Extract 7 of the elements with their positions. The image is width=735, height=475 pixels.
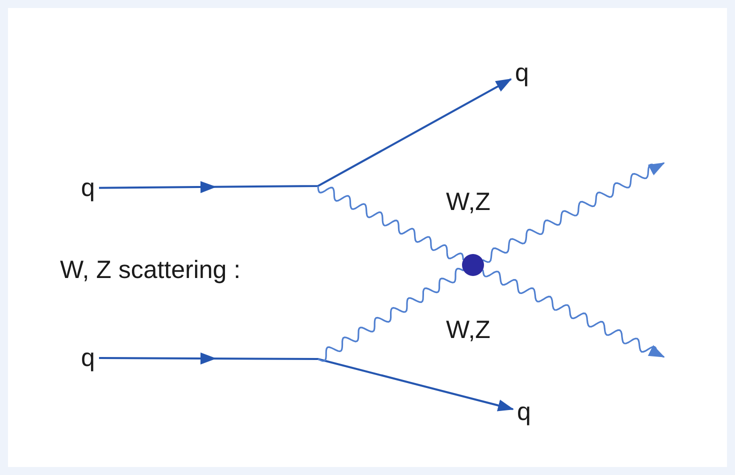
boson-label: W, Z scattering : <box>60 256 241 284</box>
boson-label: W,Z <box>446 188 490 216</box>
boson-label: W,Z <box>446 316 490 344</box>
quark-label: q <box>81 174 95 202</box>
quark-label: q <box>81 344 95 372</box>
quark-label: q <box>517 398 531 426</box>
quark-label: q <box>515 59 529 87</box>
